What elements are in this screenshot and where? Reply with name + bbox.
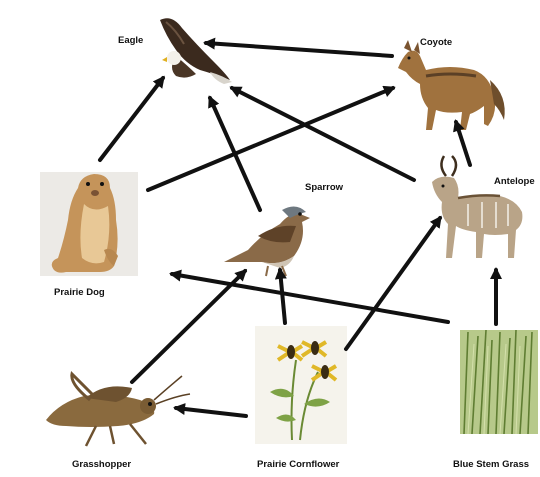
grasshopper-icon — [46, 374, 190, 446]
eagle-icon — [160, 18, 232, 84]
arrow-cornflower-to-grasshopper — [176, 408, 246, 416]
arrow-prairie-dog-to-eagle — [100, 78, 163, 160]
prairie-dog-label: Prairie Dog — [54, 287, 105, 298]
coyote-label: Coyote — [420, 37, 452, 48]
arrow-coyote-to-eagle — [206, 43, 392, 56]
arrow-sparrow-to-eagle — [210, 98, 260, 210]
grass-icon — [460, 330, 538, 434]
antelope-label: Antelope — [494, 176, 535, 187]
arrow-cornflower-to-sparrow — [280, 270, 285, 323]
antelope-icon — [432, 156, 522, 258]
arrow-cornflower-to-antelope — [346, 218, 440, 349]
coyote-icon — [398, 40, 505, 130]
blue-stem-grass-label: Blue Stem Grass — [453, 459, 529, 470]
arrow-antelope-to-eagle — [232, 88, 414, 180]
sparrow-label: Sparrow — [305, 182, 343, 193]
sparrow-icon — [224, 206, 310, 276]
cornflower-icon — [255, 326, 347, 444]
arrow-grass-to-prairie-dog — [172, 274, 448, 322]
grasshopper-label: Grasshopper — [72, 459, 131, 470]
prairie-cornflower-label: Prairie Cornflower — [257, 459, 339, 470]
prairie-dog-icon — [40, 172, 138, 276]
arrow-prairie-dog-to-coyote — [148, 88, 393, 190]
eagle-label: Eagle — [118, 35, 143, 46]
arrow-grasshopper-to-sparrow — [132, 271, 245, 382]
